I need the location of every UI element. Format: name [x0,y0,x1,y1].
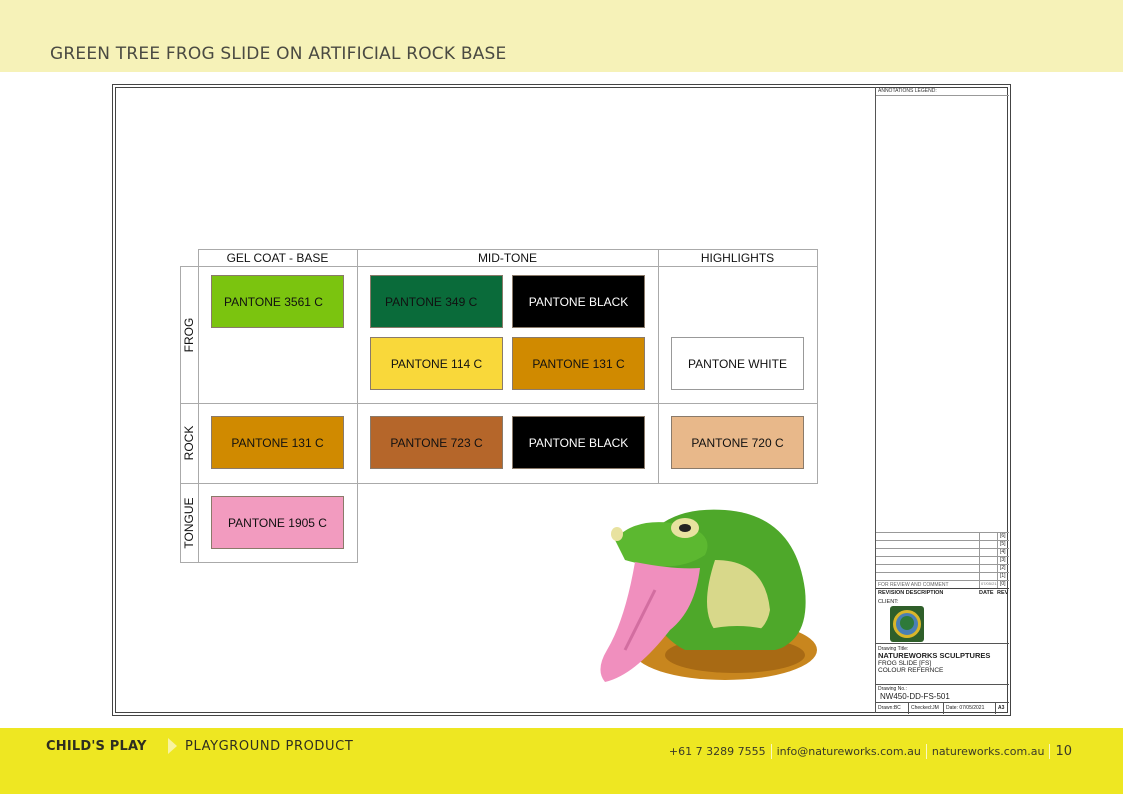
swatch-pantone-723c: PANTONE 723 C [370,416,503,469]
footer-contact: +61 7 3289 7555 info@natureworks.com.au … [669,744,1072,759]
column-header-highlights: HIGHLIGHTS [700,251,775,265]
revision-header: REVISION DESCRIPTION DATE REV [876,588,1009,596]
swatch-pantone-349c: PANTONE 349 C [370,275,503,328]
drawing-date: Date: 07/05/2021 [946,705,985,711]
revision-row: [3] [876,556,1009,564]
footer-email[interactable]: info@natureworks.com.au [776,745,921,758]
drawn-by: Drawn:BC [878,705,901,711]
drawing-title-block: Drawing Title: NATUREWORKS SCULPTURES FR… [876,643,1009,684]
drawing-sheet [97,72,1027,727]
revision-row: [2] [876,564,1009,572]
drawing-frame-inner [115,87,1008,713]
grid-line [357,249,358,563]
divider [925,744,927,759]
row-header-rock: ROCK [182,425,196,461]
swatch-pantone-720c: PANTONE 720 C [671,416,804,469]
swatch-rock-pantone-black: PANTONE BLACK [512,416,645,469]
column-header-gel-coat-base: GEL COAT - BASE [226,251,329,265]
drawing-number-block: Drawing No.: NW450-DD-FS-501 [876,684,1009,702]
drawing-meta-row: Drawn:BC Checked:JM Date: 07/05/2021 A3 [876,702,1009,714]
frog-slide-illustration [600,509,817,682]
revision-row: [4] [876,548,1009,556]
title-block: ANNOTATIONS LEGEND: [6] [5] [4] [3] [2] … [875,87,1009,714]
swatch-pantone-3561c: PANTONE 3561 C [211,275,344,328]
checked-by: Checked:JM [911,705,939,711]
row-header-frog: FROG [182,317,196,353]
client-logo [890,606,924,642]
footer-band [0,728,1123,794]
swatch-pantone-black: PANTONE BLACK [512,275,645,328]
grid-line [180,266,181,563]
drawing-number-label: Drawing No.: [878,686,907,692]
swatch-pantone-114c: PANTONE 114 C [370,337,503,390]
grid-line [658,249,659,484]
revision-row: [6] [876,532,1009,540]
column-header-mid-tone: MID-TONE [477,251,538,265]
page-number: 10 [1055,744,1072,759]
revision-table: [6] [5] [4] [3] [2] [1] FOR REVIEW AND C… [876,532,1009,597]
swatch-pantone-white: PANTONE WHITE [671,337,804,390]
paper-size: A3 [998,705,1005,711]
revision-row: [1] [876,572,1009,580]
drawing-frame-outer [112,84,1011,716]
swatch-rock-pantone-131c: PANTONE 131 C [211,416,344,469]
swatch-pantone-1905c: PANTONE 1905 C [211,496,344,549]
drawing-number: NW450-DD-FS-501 [880,692,950,701]
annotations-legend: ANNOTATIONS LEGEND: [876,87,1009,96]
footer-brand: CHILD'S PLAY [46,739,147,754]
grid-line [817,249,818,484]
page-title: GREEN TREE FROG SLIDE ON ARTIFICIAL ROCK… [50,44,507,64]
divider [770,744,772,759]
drawing-title-line2: COLOUR REFERNCE [878,667,944,674]
client-label: CLIENT: [878,599,899,605]
grid-line [180,403,818,404]
grid-line [180,483,818,484]
drawing-title-line1: FROG SLIDE [FS] [878,660,932,667]
chevron-right-icon [168,738,177,754]
drawing-title-label: Drawing Title: [878,646,909,652]
grid-line [180,562,358,563]
grid-line [180,266,818,267]
header-band [0,0,1123,72]
row-header-tongue: TONGUE [182,497,196,549]
footer-website[interactable]: natureworks.com.au [931,745,1045,758]
footer-phone[interactable]: +61 7 3289 7555 [668,745,766,758]
revision-row: [5] [876,540,1009,548]
swatch-pantone-131c: PANTONE 131 C [512,337,645,390]
drawing-company: NATUREWORKS SCULPTURES [878,651,991,660]
grid-line [198,249,199,563]
grid-line [198,249,818,250]
divider [1049,744,1051,759]
footer-category: PLAYGROUND PRODUCT [185,739,354,754]
